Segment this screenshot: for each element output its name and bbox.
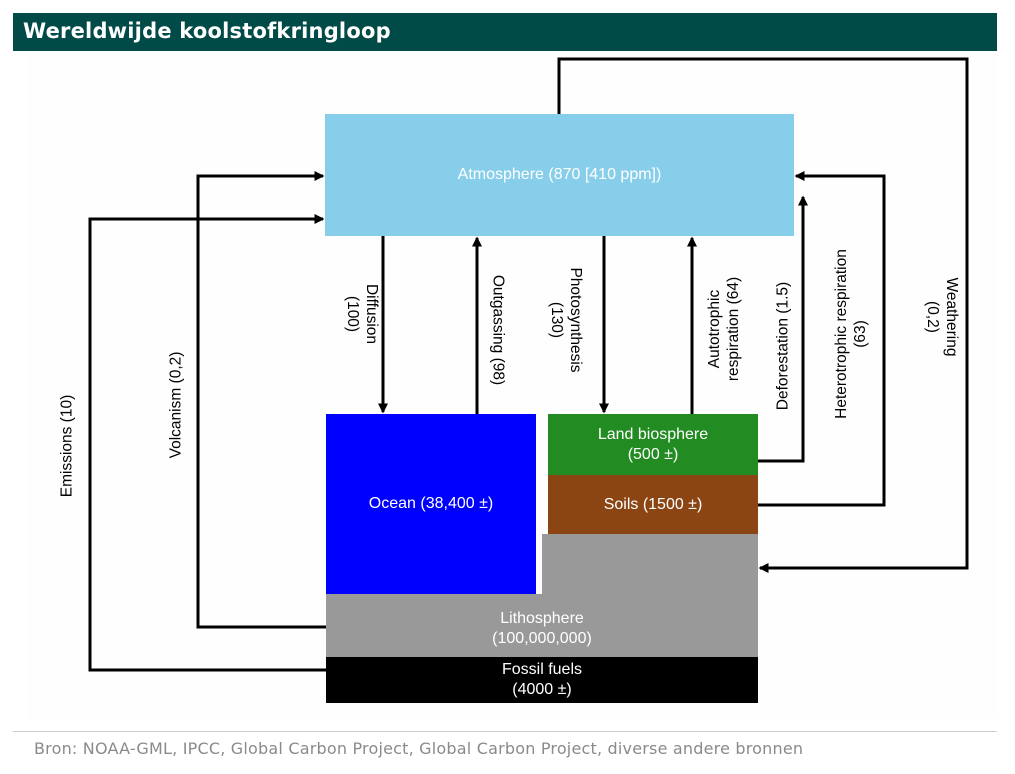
emissions-label-text: Emissions (10) — [58, 394, 76, 498]
land-biosphere-box — [548, 414, 758, 475]
autotrophic-respiration-label: Autotrophic respiration (64) — [705, 277, 743, 381]
lithosphere-label-line2: (100,000,000) — [492, 630, 592, 647]
fossil-fuels-label: Fossil fuels (4000 ±) — [326, 657, 758, 703]
weathering-arrow — [557, 57, 969, 573]
heterotrophic-respiration-label: Heterotrophic respiration (63) — [832, 249, 870, 419]
heterotrophic-label-line1: Heterotrophic respiration — [833, 249, 850, 419]
photosynthesis-label: Photosynthesis (130) — [547, 267, 585, 372]
diffusion-label-line1: Diffusion — [363, 283, 380, 345]
heterotrophic-respiration-arrow — [758, 171, 886, 507]
ocean-label-text: Ocean (38,400 ±) — [368, 495, 494, 512]
autotrophic-label-line1: Autotrophic — [706, 289, 723, 369]
deforestation-label-text: Deforestation (1.5) — [774, 281, 792, 411]
atmosphere-box — [325, 114, 794, 236]
soils-label-text: Soils (1500 ±) — [603, 495, 703, 513]
header-bar: Wereldwijde koolstofkringloop — [13, 13, 997, 51]
land-biosphere-label-line1: Land biosphere — [597, 425, 709, 443]
weathering-label-line1: Weathering — [943, 277, 960, 357]
atmosphere-label-text: Atmosphere (870 [410 ppm]) — [457, 166, 662, 183]
ocean-box — [326, 414, 536, 594]
volcanism-arrow — [196, 171, 326, 629]
lithosphere-label-line1: Lithosphere — [500, 610, 584, 627]
photosynthesis-label-line2: (130) — [548, 301, 565, 339]
weathering-label: Weathering (0,2) — [923, 278, 961, 357]
soils-label: Soils (1500 ±) — [548, 475, 758, 534]
outgassing-label: Outgassing (98) — [489, 275, 508, 385]
volcanism-label-text: Volcanism (0,2) — [167, 351, 185, 459]
diffusion-label: Diffusion (100) — [343, 284, 381, 344]
volcanism-label: Volcanism (0,2) — [167, 352, 186, 459]
lithosphere-box — [326, 534, 758, 657]
fossil-fuels-label-line1: Fossil fuels — [501, 661, 583, 678]
atmosphere-label: Atmosphere (870 [410 ppm]) — [325, 114, 794, 236]
fossil-fuels-label-line2: (4000 ±) — [512, 681, 572, 698]
ocean-label: Ocean (38,400 ±) — [326, 414, 536, 594]
source-note: Bron: NOAA-GML, IPCC, Global Carbon Proj… — [34, 739, 804, 758]
land-biosphere-label-line2: (500 ±) — [627, 445, 679, 463]
land-biosphere-label: Land biosphere (500 ±) — [548, 414, 758, 475]
heterotrophic-label-line2: (63) — [852, 320, 869, 348]
deforestation-label: Deforestation (1.5) — [774, 282, 793, 410]
autotrophic-label-line2: respiration (64) — [725, 276, 742, 382]
lithosphere-label: Lithosphere (100,000,000) — [326, 604, 758, 654]
footer-divider — [13, 731, 997, 732]
diffusion-label-line2: (100) — [344, 295, 361, 333]
outgassing-label-text: Outgassing (98) — [489, 274, 507, 386]
photosynthesis-label-line1: Photosynthesis — [567, 267, 584, 373]
emissions-arrow — [88, 214, 326, 672]
soils-box — [548, 475, 758, 534]
emissions-label: Emissions (10) — [58, 395, 77, 498]
page-title: Wereldwijde koolstofkringloop — [23, 19, 391, 43]
weathering-label-line2: (0,2) — [924, 301, 941, 333]
deforestation-arrow — [758, 195, 808, 463]
fossil-fuels-box — [326, 657, 758, 703]
